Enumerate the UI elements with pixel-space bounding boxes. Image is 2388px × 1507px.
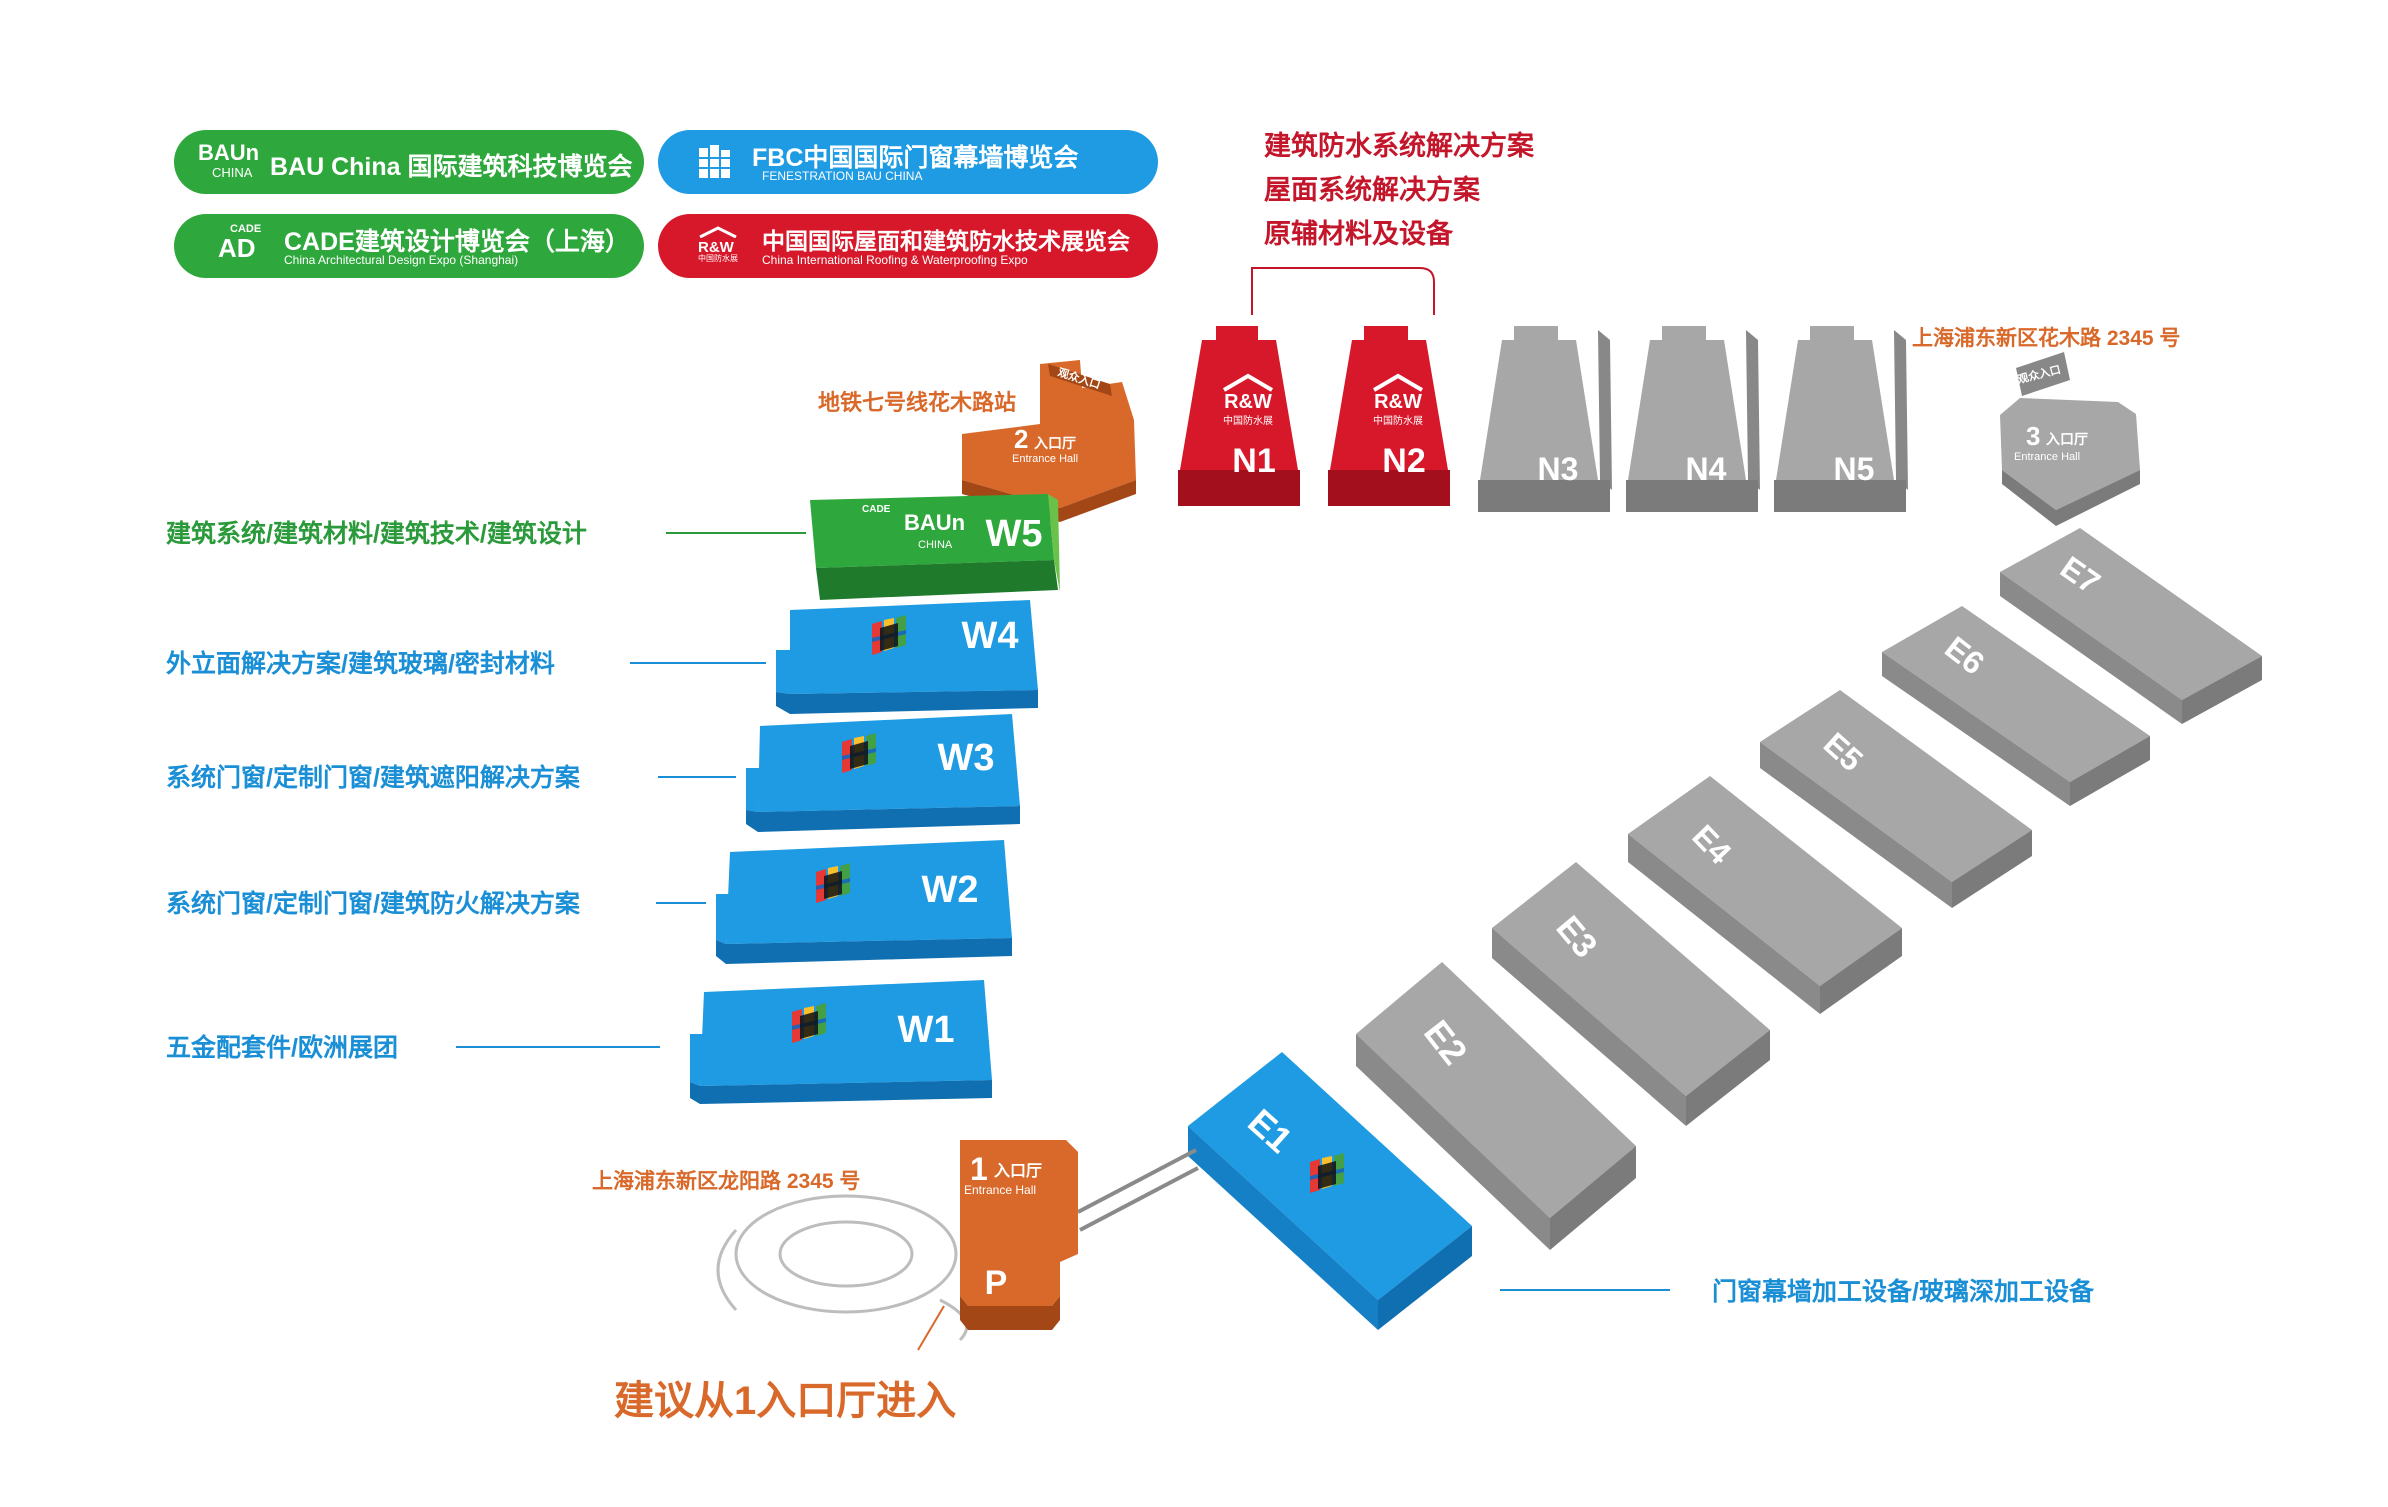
entrance-3-label: 入口厅 bbox=[2046, 431, 2088, 447]
entrance-1-en: Entrance Hall bbox=[964, 1183, 1036, 1197]
rw-roof-icon bbox=[699, 226, 737, 239]
n1-rw-sub: 中国防水展 bbox=[1223, 414, 1273, 427]
skybridge bbox=[1077, 1148, 1199, 1232]
hall-w5-label: W5 bbox=[986, 513, 1043, 555]
recommend-leader bbox=[917, 1305, 945, 1351]
hall-w5[interactable]: CADE BAUn CHINA W5 bbox=[810, 494, 1060, 600]
w5-bau-text: BAUn bbox=[904, 510, 965, 535]
n2-rw-sub: 中国防水展 bbox=[1373, 414, 1423, 427]
entrance-2-en: Entrance Hall bbox=[1012, 453, 1078, 465]
n2-roof-icon bbox=[1372, 373, 1424, 392]
hall-e6[interactable]: E6 bbox=[1882, 606, 2150, 806]
bau-china-logo: BAUn CHINA bbox=[198, 136, 268, 188]
cade-logo-text: CADE bbox=[230, 223, 262, 235]
entrance-3-number: 3 bbox=[2026, 421, 2040, 451]
entrance-1-number: 1 bbox=[970, 1151, 988, 1187]
address-longyang: 上海浦东新区龙阳路 2345 号 bbox=[592, 1169, 860, 1193]
w3-label: 系统门窗/定制门窗/建筑遮阳解决方案 bbox=[166, 763, 581, 792]
cade-logo: CADE AD bbox=[204, 224, 274, 276]
legend-fbc-title: FBC中国国际门窗幕墙博览会 bbox=[752, 144, 1079, 172]
rw-logo-text: R&W bbox=[698, 239, 734, 256]
east-label: 门窗幕墙加工设备/玻璃深加工设备 bbox=[1712, 1277, 2095, 1306]
hall-n2-label: N2 bbox=[1382, 442, 1425, 480]
north-leader-line bbox=[1251, 267, 1435, 315]
w4-label: 外立面解决方案/建筑玻璃/密封材料 bbox=[166, 649, 555, 678]
w1-label: 五金配套件/欧洲展团 bbox=[166, 1033, 398, 1062]
hall-n5-label: N5 bbox=[1834, 451, 1875, 487]
hall-n3[interactable]: N3 bbox=[1478, 326, 1612, 512]
entrance-2-number: 2 bbox=[1014, 424, 1028, 454]
legend-cade-subtitle: China Architectural Design Expo (Shangha… bbox=[284, 253, 519, 267]
hall-w1[interactable]: W1 bbox=[690, 980, 992, 1104]
legend-cade-title: CADE建筑设计博览会（上海） bbox=[284, 228, 630, 256]
hall-e3[interactable]: E3 bbox=[1492, 862, 1770, 1126]
legend-rw: R&W 中国防水展 中国国际屋面和建筑防水技术展览会 China Interna… bbox=[658, 214, 1158, 278]
fbc-logo-icon bbox=[698, 144, 732, 180]
w5-cade-text: CADE bbox=[862, 504, 891, 515]
hall-n4[interactable]: N4 bbox=[1626, 326, 1760, 512]
hall-e7[interactable]: E7 bbox=[2000, 528, 2262, 724]
hall-w2-label: W2 bbox=[922, 869, 979, 911]
north-labels: 建筑防水系统解决方案 屋面系统解决方案 原辅材料及设备 bbox=[1264, 130, 1535, 249]
hall-w3-label: W3 bbox=[938, 737, 995, 779]
bau-logo-sub: CHINA bbox=[212, 165, 253, 180]
n1-rw-logo: R&W bbox=[1224, 391, 1272, 413]
legend-rw-title: 中国国际屋面和建筑防水技术展览会 bbox=[762, 228, 1130, 254]
hall-e2[interactable]: E2 bbox=[1356, 962, 1636, 1250]
legend-fbc: FBC中国国际门窗幕墙博览会 FENESTRATION BAU CHINA bbox=[658, 130, 1158, 194]
legend-bau-title: BAU China 国际建筑科技博览会 bbox=[270, 153, 633, 181]
legend-rw-subtitle: China International Roofing & Waterproof… bbox=[762, 253, 1028, 267]
n2-rw-logo: R&W bbox=[1374, 391, 1422, 413]
hall-e4[interactable]: E4 bbox=[1628, 776, 1902, 1014]
entrance-3-en: Entrance Hall bbox=[2014, 451, 2080, 463]
entrance-2[interactable]: 观众入口 2 入口厅 Entrance Hall bbox=[962, 360, 1136, 522]
hall-w2[interactable]: W2 bbox=[716, 840, 1012, 964]
traffic-circle bbox=[716, 1194, 969, 1342]
hall-n2[interactable]: R&W 中国防水展 N2 bbox=[1328, 326, 1450, 506]
cade-logo-ad: AD bbox=[218, 233, 256, 263]
rw-logo-sub: 中国防水展 bbox=[698, 254, 738, 263]
legend-fbc-subtitle: FENESTRATION BAU CHINA bbox=[762, 169, 923, 183]
address-huamu: 上海浦东新区花木路 2345 号 bbox=[1912, 326, 2180, 350]
hall-e5[interactable]: E5 bbox=[1760, 690, 2032, 908]
hall-w3[interactable]: W3 bbox=[746, 714, 1020, 832]
rw-logo: R&W 中国防水展 bbox=[698, 226, 748, 278]
w2-label: 系统门窗/定制门窗/建筑防火解决方案 bbox=[166, 889, 581, 918]
hall-w4-label: W4 bbox=[962, 615, 1019, 657]
hall-e1[interactable]: E1 bbox=[1188, 1052, 1472, 1330]
north-label-3: 原辅材料及设备 bbox=[1264, 219, 1454, 249]
hall-w1-label: W1 bbox=[898, 1009, 955, 1051]
north-label-1: 建筑防水系统解决方案 bbox=[1264, 130, 1535, 161]
hall-n1-label: N1 bbox=[1232, 442, 1275, 480]
entrance-1-label: 入口厅 bbox=[994, 1162, 1042, 1180]
entrance-2-label: 入口厅 bbox=[1034, 435, 1076, 451]
address-metro: 地铁七号线花木路站 bbox=[818, 390, 1016, 415]
hall-n1[interactable]: R&W 中国防水展 N1 bbox=[1178, 326, 1300, 506]
w5-label: 建筑系统/建筑材料/建筑技术/建筑设计 bbox=[166, 519, 587, 548]
entrance-1[interactable]: 1 入口厅 Entrance Hall P bbox=[960, 1140, 1078, 1330]
hall-n4-label: N4 bbox=[1686, 451, 1727, 487]
legend-cade: CADE AD CADE建筑设计博览会（上海） China Architectu… bbox=[174, 214, 644, 278]
parking-label: P bbox=[985, 1264, 1008, 1302]
recommendation-text: 建议从1入口厅进入 bbox=[614, 1379, 956, 1423]
west-labels: 建筑系统/建筑材料/建筑技术/建筑设计 外立面解决方案/建筑玻璃/密封材料 系统… bbox=[166, 519, 806, 1062]
hall-w4[interactable]: W4 bbox=[776, 600, 1038, 714]
n1-roof-icon bbox=[1222, 373, 1274, 392]
legend-bau-china: BAUn CHINA BAU China 国际建筑科技博览会 bbox=[174, 130, 644, 194]
hall-n5[interactable]: N5 bbox=[1774, 326, 1908, 512]
entrance-3[interactable]: 观众入口 3 入口厅 Entrance Hall bbox=[2000, 352, 2140, 526]
bau-logo-text: BAUn bbox=[198, 140, 260, 165]
north-label-2: 屋面系统解决方案 bbox=[1264, 174, 1481, 205]
hall-n3-label: N3 bbox=[1538, 451, 1579, 487]
w5-china-text: CHINA bbox=[918, 539, 953, 551]
